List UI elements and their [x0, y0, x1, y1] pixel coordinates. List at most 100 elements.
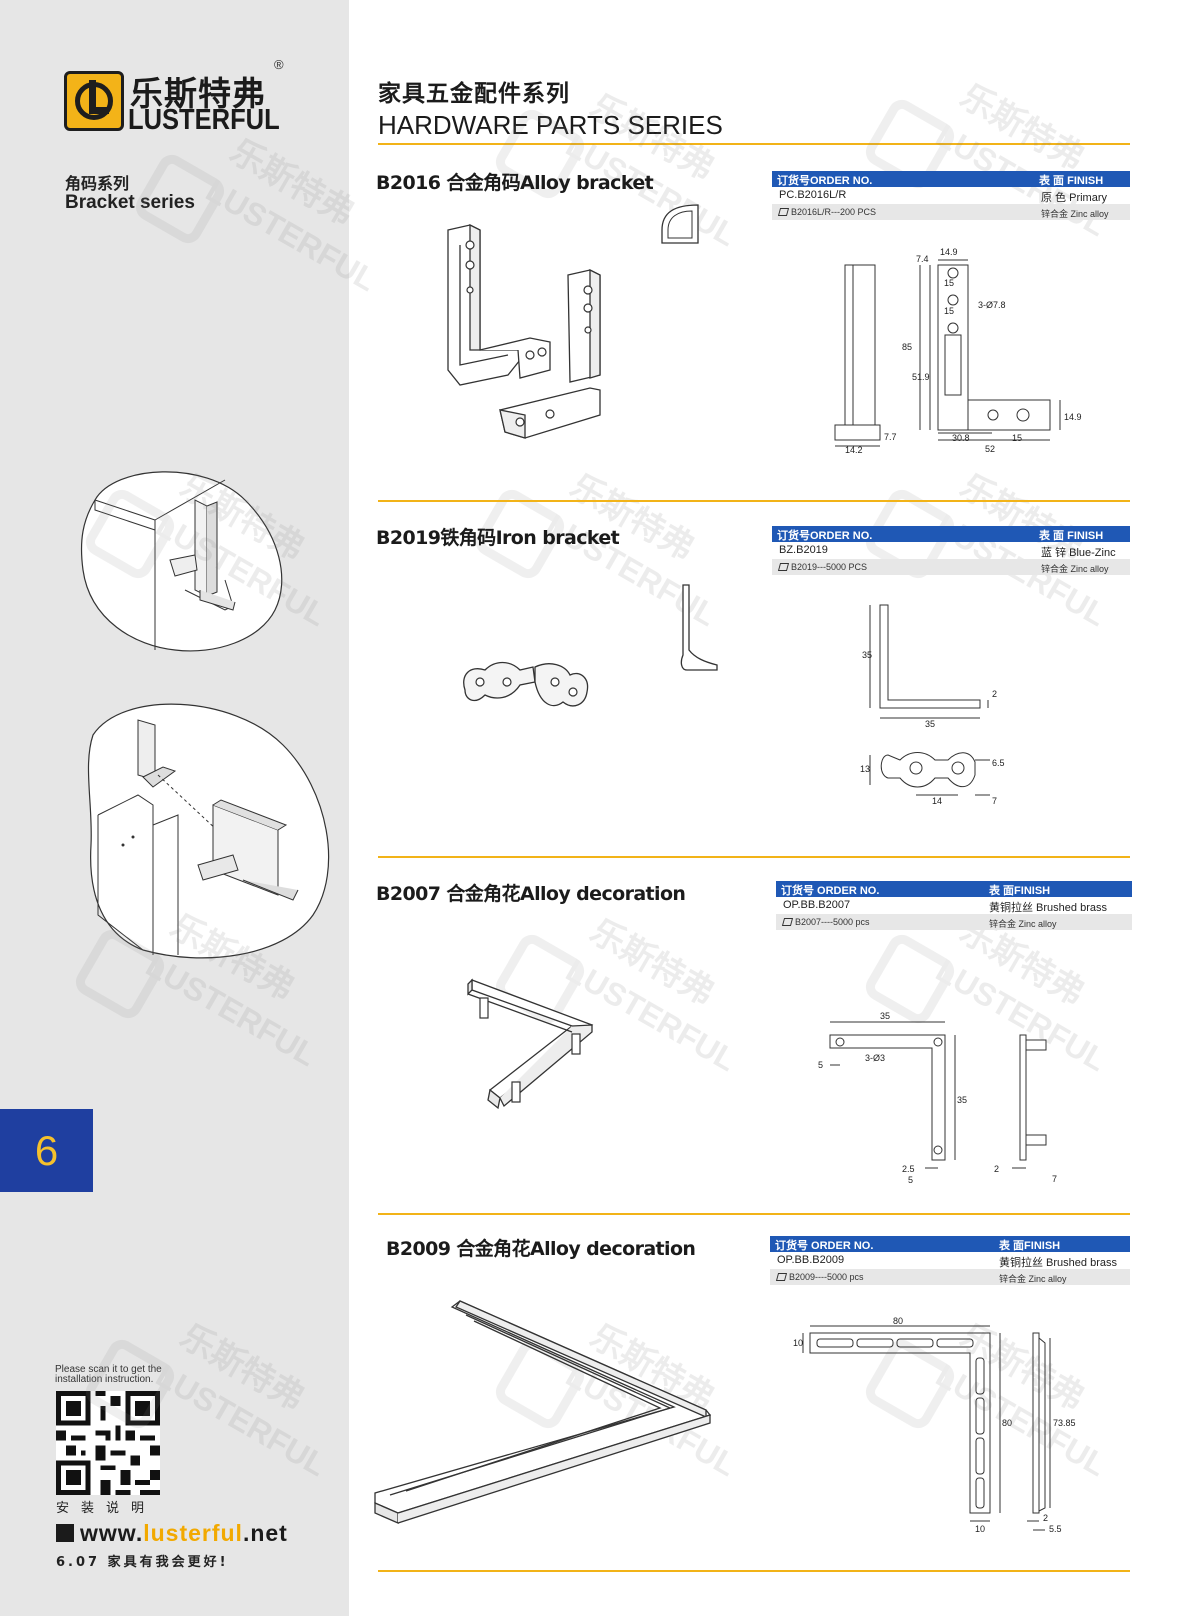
- dimension-label: 13: [860, 764, 870, 774]
- dimension-label: 15: [1012, 433, 1022, 443]
- dimension-label: 15: [944, 278, 954, 288]
- dimension-label: 14.9: [1064, 412, 1082, 422]
- order-number: PC.B2016L/R: [779, 189, 847, 201]
- website-prefix: www.: [80, 1520, 144, 1546]
- package-row: B2019---5000 PCS 锌合金 Zinc alloy: [772, 559, 1130, 575]
- dimension-label: 15: [944, 306, 954, 316]
- product-title: B2019铁角码Iron bracket: [376, 527, 620, 549]
- footer-note: 6.07 家具有我会更好!: [56, 1555, 229, 1570]
- order-table: 订货号 ORDER NO. 表 面FINISH OP.BB.B2007 黄铜拉丝…: [776, 881, 1132, 930]
- registered-mark: ®: [274, 57, 284, 72]
- package-value: B2016L/R---200 PCS: [791, 207, 877, 217]
- order-header: 订货号ORDER NO.: [777, 175, 873, 187]
- order-table-header: 订货号ORDER NO. 表 面 FINISH: [772, 526, 1130, 542]
- finish-header: 表 面 FINISH: [1039, 175, 1104, 187]
- dimension-label: 51.9: [912, 372, 930, 382]
- dimension-label: 52: [985, 444, 995, 454]
- order-table-header: 订货号 ORDER NO. 表 面FINISH: [776, 881, 1132, 897]
- technical-drawing-b2009: 80 10 80 73.85 10 2 5.5: [793, 1316, 1076, 1534]
- dimension-label: 7.4: [916, 254, 929, 264]
- package-info: B2009----5000 pcs: [775, 1272, 864, 1282]
- product-title: B2007 合金角花Alloy decoration: [376, 883, 686, 905]
- package-icon: [781, 918, 794, 926]
- qr-code-icon[interactable]: [56, 1391, 160, 1495]
- dimension-label: 30.8: [952, 433, 970, 443]
- finish-header: 表 面 FINISH: [1039, 530, 1104, 542]
- package-value: B2009----5000 pcs: [789, 1272, 864, 1282]
- dimension-label: 35: [862, 650, 872, 660]
- product-image-b2009: [374, 1300, 712, 1524]
- product-title: B2016 合金角码Alloy bracket: [376, 172, 654, 194]
- order-table-header: 订货号 ORDER NO. 表 面FINISH: [770, 1236, 1130, 1252]
- dimension-label: 35: [925, 719, 935, 729]
- brand-name-en: LUSTERFUL: [128, 104, 280, 136]
- product-image-b2007: [467, 978, 594, 1110]
- dimension-label: 80: [1002, 1418, 1012, 1428]
- dimension-label: 73.85: [1053, 1418, 1076, 1428]
- dimension-label: 5.5: [1049, 1524, 1062, 1534]
- order-row: BZ.B2019 蓝 锌 Blue-Zinc: [772, 542, 1130, 559]
- order-table: 订货号ORDER NO. 表 面 FINISH PC.B2016L/R 原 色 …: [772, 171, 1130, 220]
- divider: [378, 500, 1130, 502]
- divider: [378, 1213, 1130, 1215]
- dimension-label: 6.5: [992, 758, 1005, 768]
- order-row: PC.B2016L/R 原 色 Primary: [772, 187, 1130, 204]
- order-number: OP.BB.B2009: [777, 1254, 845, 1266]
- finish-header: 表 面FINISH: [989, 885, 1051, 897]
- package-value: B2019---5000 PCS: [791, 562, 868, 572]
- divider: [378, 143, 1130, 145]
- logo-mark-icon: [64, 71, 124, 131]
- website-brand: lusterful: [143, 1520, 243, 1546]
- dimension-label: 14.9: [940, 247, 958, 257]
- dimension-label: 2: [1043, 1513, 1048, 1523]
- order-row: OP.BB.B2007 黄铜拉丝 Brushed brass: [776, 897, 1132, 914]
- package-info: B2007----5000 pcs: [781, 917, 870, 927]
- dimension-label: 2: [994, 1164, 999, 1174]
- dimension-label: 14: [932, 796, 942, 806]
- finish-value: 原 色 Primary: [1041, 192, 1107, 204]
- package-row: B2016L/R---200 PCS 锌合金 Zinc alloy: [772, 204, 1130, 220]
- installation-illustration-1: [80, 471, 283, 652]
- qr-label: 安装说明: [56, 1501, 157, 1516]
- product-image-b2019: [463, 584, 718, 707]
- dimension-label: 35: [957, 1095, 967, 1105]
- series-title-cn: 角码系列: [65, 174, 130, 193]
- series-title-en: Bracket series: [65, 192, 195, 213]
- package-row: B2009----5000 pcs 锌合金 Zinc alloy: [770, 1269, 1130, 1285]
- product-title: B2009 合金角花Alloy decoration: [386, 1238, 696, 1260]
- dimension-label: 3-Ø7.8: [978, 300, 1006, 310]
- finish-header: 表 面FINISH: [999, 1240, 1061, 1252]
- package-icon: [777, 208, 790, 216]
- qr-caption: Please scan it to get the installation i…: [55, 1364, 162, 1385]
- order-number: OP.BB.B2007: [783, 899, 851, 911]
- order-table: 订货号ORDER NO. 表 面 FINISH BZ.B2019 蓝 锌 Blu…: [772, 526, 1130, 575]
- dimension-label: 5: [818, 1060, 823, 1070]
- order-table: 订货号 ORDER NO. 表 面FINISH OP.BB.B2009 黄铜拉丝…: [770, 1236, 1130, 1285]
- dimension-label: 10: [975, 1524, 985, 1534]
- package-value: B2007----5000 pcs: [795, 917, 870, 927]
- dimension-label: 7: [992, 796, 997, 806]
- page-title-en: HARDWARE PARTS SERIES: [378, 110, 723, 140]
- order-header: 订货号ORDER NO.: [777, 530, 873, 542]
- order-header: 订货号 ORDER NO.: [775, 1240, 874, 1252]
- dimension-label: 80: [893, 1316, 903, 1326]
- watermark-text-cn: 乐斯特弗: [563, 466, 702, 569]
- material-value: 锌合金 Zinc alloy: [1041, 209, 1109, 219]
- order-table-header: 订货号ORDER NO. 表 面 FINISH: [772, 171, 1130, 187]
- page-title-cn: 家具五金配件系列: [378, 81, 570, 107]
- package-info: B2016L/R---200 PCS: [777, 207, 877, 217]
- order-number: BZ.B2019: [779, 544, 828, 556]
- technical-drawing-b2019: 35 35 2 13 6.5 14 7: [860, 604, 1005, 806]
- dimension-label: 3-Ø3: [865, 1053, 885, 1063]
- order-header: 订货号 ORDER NO.: [781, 885, 880, 897]
- finish-value: 黄铜拉丝 Brushed brass: [989, 902, 1107, 914]
- website-link[interactable]: www.lusterful.net: [56, 1520, 288, 1547]
- dimension-label: 85: [902, 342, 912, 352]
- divider: [378, 856, 1130, 858]
- package-row: B2007----5000 pcs 锌合金 Zinc alloy: [776, 914, 1132, 930]
- product-image-b2016: [447, 204, 699, 439]
- divider: [378, 1570, 1130, 1572]
- page-number-tab: 6: [0, 1109, 93, 1192]
- brand-name-cn: 乐斯特弗: [130, 74, 266, 113]
- package-info: B2019---5000 PCS: [777, 562, 868, 572]
